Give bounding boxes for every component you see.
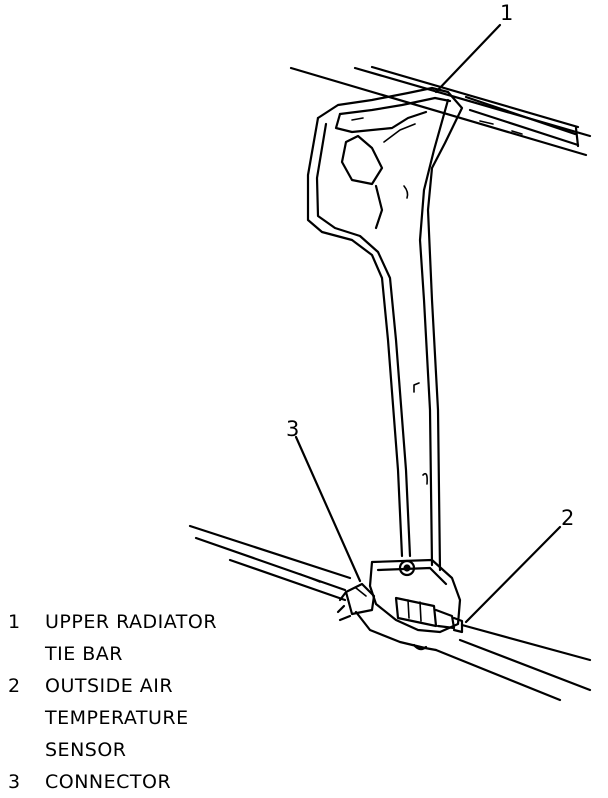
legend-item-label: CONNECTOR [45, 771, 172, 793]
legend-item-label: UPPER RADIATOR [45, 611, 218, 633]
legend-item-1: 1 UPPER RADIATOR TIE BAR [8, 606, 308, 670]
sensor-assembly [336, 558, 464, 634]
legend-item-number: 3 [8, 771, 21, 793]
legend-item-2: 2 OUTSIDE AIR TEMPERATURE SENSOR [8, 670, 308, 766]
legend-item-label: OUTSIDE AIR [45, 675, 174, 697]
callout-number-2: 2 [561, 506, 574, 530]
legend-item-3: 3 CONNECTOR [8, 766, 308, 798]
callout-number-1: 1 [500, 1, 513, 25]
upper-tie-bar [289, 65, 592, 157]
legend-item-number: 1 [8, 611, 21, 633]
legend-item-number: 2 [8, 675, 21, 697]
legend-item-label: TIE BAR [45, 643, 123, 665]
callout-number-3: 3 [286, 417, 299, 441]
legend-item-label: TEMPERATURE [45, 707, 189, 729]
legend-item-label: SENSOR [45, 739, 127, 761]
lower-support-rail [188, 524, 592, 702]
vertical-support-bracket [306, 86, 464, 572]
legend: 1 UPPER RADIATOR TIE BAR 2 OUTSIDE AIR T… [8, 606, 308, 798]
leader-lines [294, 23, 562, 624]
